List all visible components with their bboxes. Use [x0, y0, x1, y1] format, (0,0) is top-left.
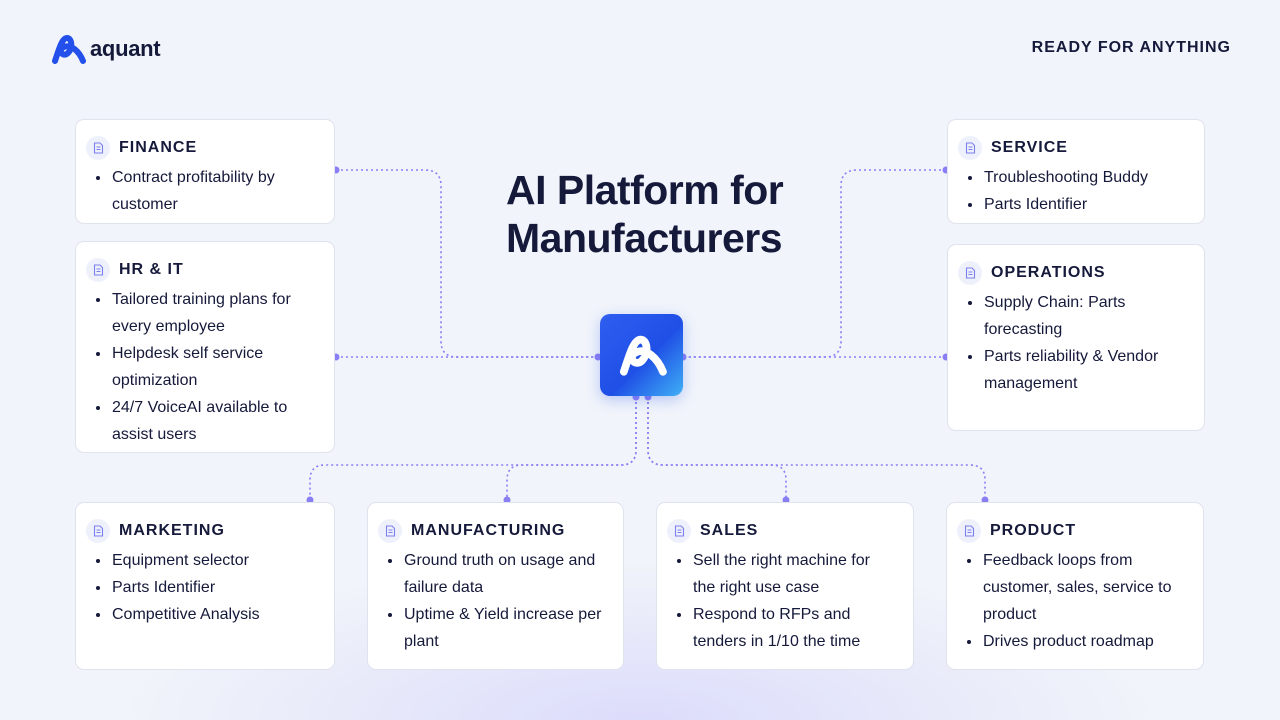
card-sales: SALES Sell the right machine for the rig… — [656, 502, 914, 670]
card-title: OPERATIONS — [991, 264, 1106, 281]
diagram-title: AI Platform for Manufacturers — [506, 167, 784, 261]
document-icon — [86, 136, 110, 160]
document-icon — [378, 519, 402, 543]
connector-manufacturing — [506, 397, 637, 500]
list-item: Contract profitability by customer — [96, 164, 316, 218]
card-service: SERVICE Troubleshooting Buddy Parts Iden… — [947, 119, 1205, 224]
list-item: Parts Identifier — [96, 574, 316, 601]
connector-product — [647, 397, 986, 500]
list-item: 24/7 VoiceAI available to assist users — [96, 394, 316, 448]
list-item: Drives product roadmap — [967, 628, 1185, 655]
card-marketing: MARKETING Equipment selector Parts Ident… — [75, 502, 335, 670]
list-item: Uptime & Yield increase per plant — [388, 601, 605, 655]
connector-dot — [782, 496, 790, 504]
connector-finance — [336, 169, 598, 358]
list-item: Respond to RFPs and tenders in 1/10 the … — [677, 601, 895, 655]
connector-dot — [981, 496, 989, 504]
connector-dot — [306, 496, 314, 504]
card-hr-it: HR & IT Tailored training plans for ever… — [75, 241, 335, 453]
connector-sales — [647, 397, 787, 500]
list-item: Parts reliability & Vendor management — [968, 343, 1186, 397]
card-title: MARKETING — [119, 522, 225, 539]
card-title: SERVICE — [991, 139, 1068, 156]
connector-dot — [594, 353, 602, 361]
list-item: Feedback loops from customer, sales, ser… — [967, 547, 1185, 628]
card-title: FINANCE — [119, 139, 198, 156]
connector-service — [683, 169, 946, 358]
list-item: Supply Chain: Parts forecasting — [968, 289, 1186, 343]
list-item: Troubleshooting Buddy — [968, 164, 1186, 191]
list-item: Equipment selector — [96, 547, 316, 574]
document-icon — [667, 519, 691, 543]
connector-marketing — [309, 397, 637, 500]
card-title: PRODUCT — [990, 522, 1077, 539]
document-icon — [86, 258, 110, 282]
card-title: SALES — [700, 522, 759, 539]
card-operations: OPERATIONS Supply Chain: Parts forecasti… — [947, 244, 1205, 431]
list-item: Ground truth on usage and failure data — [388, 547, 605, 601]
document-icon — [958, 261, 982, 285]
list-item: Tailored training plans for every employ… — [96, 286, 316, 340]
document-icon — [958, 136, 982, 160]
ai-platform-hub — [600, 314, 683, 396]
tagline: READY FOR ANYTHING — [1031, 39, 1231, 56]
brand-logo: aquant — [50, 34, 161, 64]
list-item: Competitive Analysis — [96, 601, 316, 628]
card-title: HR & IT — [119, 261, 184, 278]
connector-dot — [503, 496, 511, 504]
list-item: Helpdesk self service optimization — [96, 340, 316, 394]
card-product: PRODUCT Feedback loops from customer, sa… — [946, 502, 1204, 670]
list-item: Parts Identifier — [968, 191, 1186, 218]
card-title: MANUFACTURING — [411, 522, 566, 539]
list-item: Sell the right machine for the right use… — [677, 547, 895, 601]
document-icon — [957, 519, 981, 543]
brand-name: aquant — [90, 36, 161, 61]
aquant-logo-icon — [52, 35, 86, 64]
document-icon — [86, 519, 110, 543]
aquant-logo-icon — [619, 335, 667, 376]
card-finance: FINANCE Contract profitability by custom… — [75, 119, 335, 224]
card-manufacturing: MANUFACTURING Ground truth on usage and … — [367, 502, 624, 670]
